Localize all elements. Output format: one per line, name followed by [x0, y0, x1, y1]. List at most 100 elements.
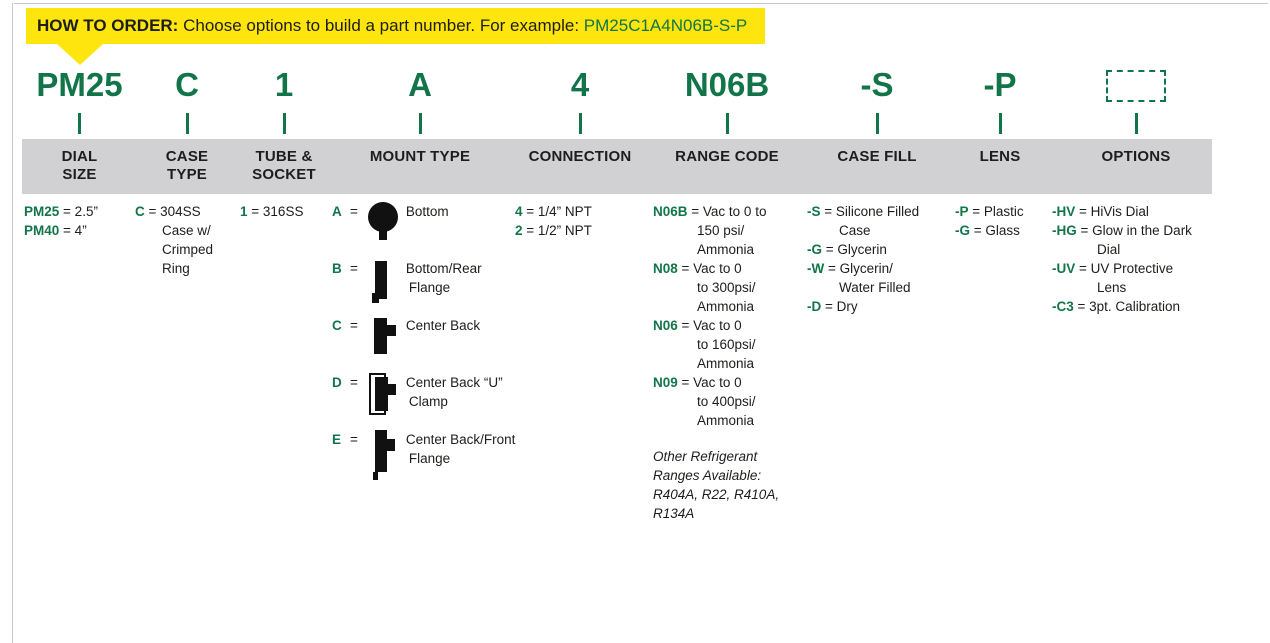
option-description-wrap: Ring	[162, 261, 190, 276]
mount-option-item: C = Center Back	[332, 316, 511, 373]
code-row: N06B	[649, 65, 805, 113]
option-description-wrap: Ammonia	[697, 242, 755, 257]
option-item: -S = Silicone Filled Case	[807, 202, 949, 240]
tick-mark	[998, 113, 1002, 134]
option-code: B	[332, 261, 342, 276]
option-code: 1	[240, 204, 248, 219]
option-description-wrap: Ammonia	[697, 299, 755, 314]
option-description: = Glycerin	[825, 242, 887, 257]
option-item: -HV = HiVis Dial	[1052, 202, 1221, 221]
option-description-wrap: 150 psi/	[697, 223, 745, 238]
note-line: Other Refrigerant	[653, 449, 758, 464]
column-header: OPTIONS	[1051, 139, 1221, 194]
mount-icon	[365, 373, 400, 423]
option-item: 1 = 316SS	[240, 202, 329, 221]
part-code: 4	[570, 66, 590, 103]
option-code: E	[332, 432, 342, 447]
column-header-line: MOUNT TYPE	[369, 148, 471, 165]
mount-option-item: B = Bottom/Rear Flange	[332, 259, 511, 316]
mount-icon	[365, 430, 400, 480]
option-description-wraps: to 400psi/Ammonia	[653, 392, 805, 430]
mount-icon	[366, 316, 400, 366]
tick-mark	[185, 113, 189, 134]
option-description: = 304SS	[148, 204, 201, 219]
option-item: 4 = 1/4” NPT	[515, 202, 649, 221]
tick-row	[135, 113, 239, 139]
column-header-line: TUBE &	[255, 148, 313, 165]
option-description: = Vac to 0	[681, 375, 742, 390]
order-column: 4 CONNECTION 4 = 1/4” NPT	[511, 65, 649, 240]
option-code: -W	[807, 261, 825, 276]
column-header: RANGE CODE	[649, 139, 805, 194]
code-row: 1	[239, 65, 329, 113]
option-description-wrap: Lens	[1097, 280, 1127, 295]
tick-row	[329, 113, 511, 139]
option-description-wraps: Dial	[1052, 240, 1221, 259]
order-column: -S CASE FILL -S = Silicone Filled	[805, 65, 949, 316]
option-code: N06B	[653, 204, 688, 219]
option-code: C	[332, 318, 342, 333]
option-description-wrap: Clamp	[408, 394, 448, 409]
option-code: -D	[807, 299, 822, 314]
option-description-wrap: Case	[839, 223, 871, 238]
tick-row	[239, 113, 329, 139]
order-column: 1 TUBE &SOCKET 1 = 316SS	[239, 65, 329, 221]
option-description-wraps: to 300psi/Ammonia	[653, 278, 805, 316]
option-description: = UV Protective	[1079, 261, 1174, 276]
option-item: N06 = Vac to 0 to 160psi/Ammonia	[653, 316, 805, 373]
option-description: = 4”	[63, 223, 87, 238]
option-description: = Vac to 0	[681, 318, 742, 333]
option-description: = Dry	[825, 299, 858, 314]
option-description-wrap: Flange	[408, 280, 451, 295]
option-code: D	[332, 375, 342, 390]
option-code: -G	[955, 223, 970, 238]
option-item: -G = Glycerin	[807, 240, 949, 259]
column-header-line: LENS	[979, 148, 1021, 165]
option-code: N06	[653, 318, 678, 333]
mount-option-label: Bottom/Rear Flange	[406, 259, 482, 297]
how-to-order-banner: HOW TO ORDER: Choose options to build a …	[26, 8, 766, 44]
option-item: N09 = Vac to 0 to 400psi/Ammonia	[653, 373, 805, 430]
option-description-wrap: to 160psi/	[697, 337, 756, 352]
banner-title: HOW TO ORDER:	[37, 16, 179, 35]
option-item: 2 = 1/2” NPT	[515, 221, 649, 240]
equals-sign: =	[350, 432, 358, 447]
part-code: -S	[860, 66, 894, 103]
option-description: = Plastic	[972, 204, 1024, 219]
mount-option-item: A = Bottom	[332, 202, 511, 259]
mount-option-label: Bottom	[406, 202, 449, 221]
mount-option-item: E = Center Back/Front Flange	[332, 430, 515, 487]
column-header-line: OPTIONS	[1101, 148, 1171, 165]
option-code: -HG	[1052, 223, 1077, 238]
option-description: = Vac to 0 to	[691, 204, 767, 219]
order-column: OPTIONS -HV = HiVis Dial	[1051, 65, 1221, 316]
tick-mark	[282, 113, 286, 134]
column-header: CASE FILL	[805, 139, 949, 194]
option-description-wrap: to 400psi/	[697, 394, 756, 409]
option-description: = HiVis Dial	[1079, 204, 1149, 219]
order-column: A MOUNT TYPE A = Bottom	[329, 65, 515, 487]
option-description-wraps: Case	[807, 221, 949, 240]
order-column: N06B RANGE CODE N06B = Vac to 0 to	[649, 65, 805, 523]
tick-mark	[725, 113, 729, 134]
equals-sign: =	[350, 204, 358, 219]
option-description: = 2.5”	[63, 204, 98, 219]
option-list: -S = Silicone Filled Case -G = Glycerin	[805, 202, 949, 316]
option-code: -HV	[1052, 204, 1076, 219]
column-header-line: CONNECTION	[528, 148, 632, 165]
option-item: -C3 = 3pt. Calibration	[1052, 297, 1221, 316]
mount-option-label: Center Back	[406, 316, 480, 335]
option-description-wrap: Crimped	[162, 242, 214, 257]
option-description-wrap: Ammonia	[697, 356, 755, 371]
option-code: -UV	[1052, 261, 1076, 276]
part-code: 1	[274, 66, 294, 103]
mount-option-label: Center Back “U” Clamp	[406, 373, 503, 411]
option-description: Center Back/Front	[405, 432, 516, 447]
option-description-wraps: Flange	[406, 278, 482, 297]
option-description-wraps: 150 psi/Ammonia	[653, 221, 805, 259]
